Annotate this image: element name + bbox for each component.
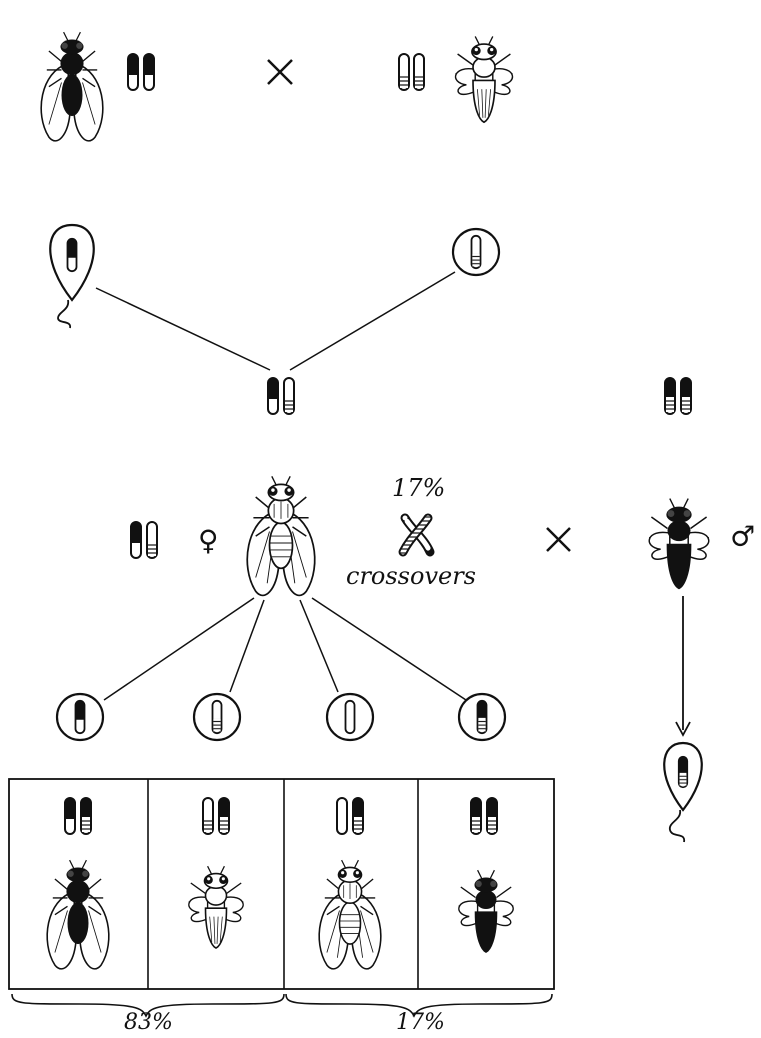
gamete-2	[192, 692, 242, 742]
gamete-4	[457, 692, 507, 742]
offspring-table	[8, 778, 555, 990]
f1-female-chromosomes	[130, 521, 158, 559]
parent-fly-vestigial	[454, 35, 514, 124]
parent-chromosome-pair-vestigial	[398, 53, 425, 91]
gamete-1	[55, 692, 105, 742]
female-symbol: ♀	[198, 524, 219, 557]
gamete-3	[325, 692, 375, 742]
f1-chromosome-pair	[267, 377, 295, 415]
parent-fly-gray-long	[40, 31, 104, 142]
egg-cell-icon	[49, 223, 95, 302]
arrow-down	[675, 596, 691, 737]
brace-parental	[11, 993, 285, 1018]
parental-percent: 83%	[124, 1010, 173, 1035]
male-symbol: ♂	[730, 520, 756, 553]
crossover-percent: 17%	[392, 474, 446, 502]
crossover-chromatids-icon	[398, 513, 435, 557]
cross-icon-top	[267, 59, 293, 85]
sperm-tail-icon	[57, 299, 71, 329]
crossover-label: crossovers	[346, 562, 476, 590]
tester-chromosome-pair	[664, 377, 692, 415]
f1-female-fly	[246, 475, 316, 597]
gamete-connectors	[103, 597, 467, 701]
parent-chromosome-pair-black	[127, 53, 155, 91]
brace-recombinant	[285, 993, 553, 1018]
male-gamete-egg-shape	[663, 741, 703, 843]
gamete-circle-right	[451, 227, 501, 277]
connector-lines	[95, 271, 456, 371]
cross-icon-middle	[546, 527, 571, 552]
tester-male-fly	[648, 497, 710, 590]
recombinant-percent: 17%	[396, 1010, 445, 1035]
